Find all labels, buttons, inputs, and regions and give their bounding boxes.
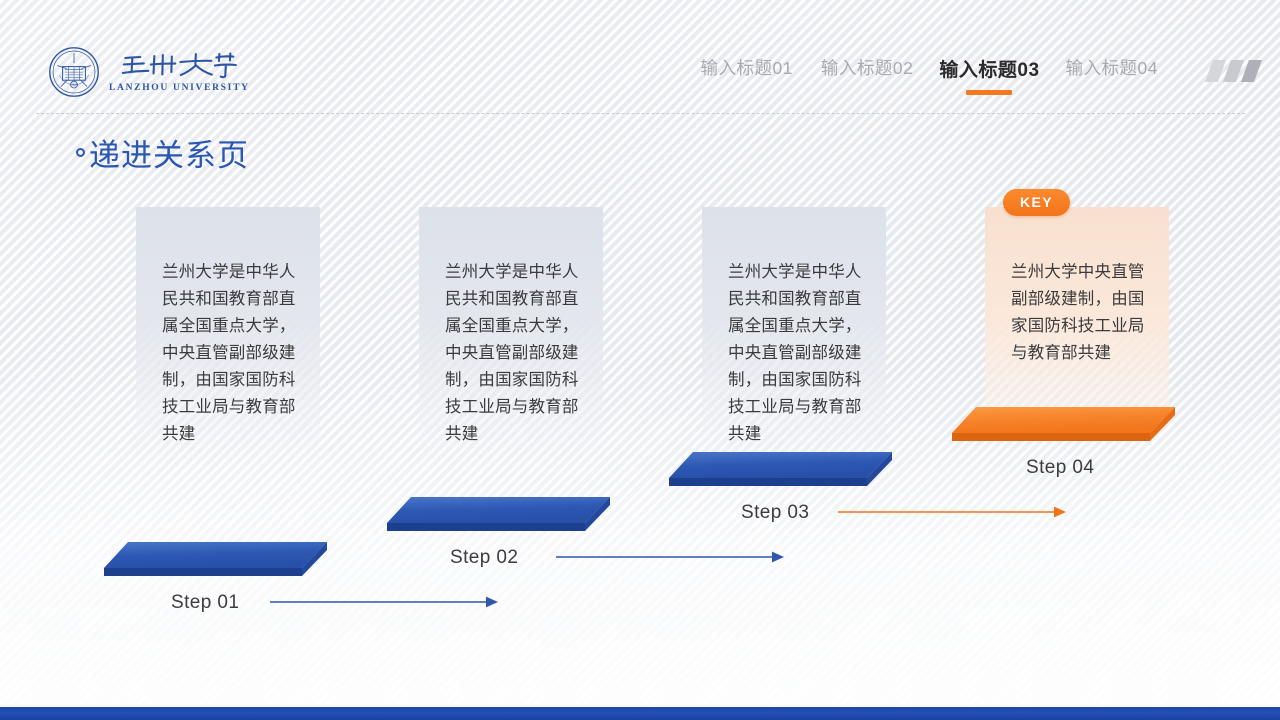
step-03-label: Step 03 <box>741 502 810 523</box>
step-04-label: Step 04 <box>1026 457 1095 478</box>
top-nav[interactable]: 输入标题01 输入标题02 输入标题03 输入标题04 <box>686 55 1172 95</box>
brand-name-cn-calligraphy <box>121 52 237 79</box>
slide-header: 1909 <box>0 0 1280 114</box>
deco-bar-3 <box>1240 60 1263 82</box>
nav-item-4-label: 输入标题04 <box>1065 58 1158 78</box>
university-seal-icon: 1909 <box>49 47 99 97</box>
brand-wordmark: LANZHOU UNIVERSITY <box>109 50 250 94</box>
step-03-body: 兰州大学是中华人民共和国教育部直属全国重点大学，中央直管副部级建制，由国家国防科… <box>728 263 862 443</box>
header-divider <box>36 113 1245 114</box>
step-01-platform <box>104 542 327 576</box>
step-02-arrow <box>556 551 784 563</box>
step-04-body: 兰州大学中央直管副部级建制，由国家国防科技工业局与教育部共建 <box>1011 263 1145 362</box>
step-01-card[interactable]: 兰州大学是中华人民共和国教育部直属全国重点大学，中央直管副部级建制，由国家国防科… <box>136 207 320 469</box>
nav-item-4[interactable]: 输入标题04 <box>1052 55 1172 80</box>
degree-circle-icon <box>76 148 85 157</box>
step-01-body: 兰州大学是中华人民共和国教育部直属全国重点大学，中央直管副部级建制，由国家国防科… <box>162 263 296 443</box>
step-03-platform <box>669 452 892 486</box>
nav-item-1[interactable]: 输入标题01 <box>686 55 806 80</box>
step-01-label: Step 01 <box>171 592 240 613</box>
step-02-platform <box>387 497 610 531</box>
step-02-body: 兰州大学是中华人民共和国教育部直属全国重点大学，中央直管副部级建制，由国家国防科… <box>445 263 579 443</box>
nav-item-2[interactable]: 输入标题02 <box>807 55 927 80</box>
nav-item-2-label: 输入标题02 <box>820 58 914 78</box>
step-03-card[interactable]: 兰州大学是中华人民共和国教育部直属全国重点大学，中央直管副部级建制，由国家国防科… <box>702 207 886 469</box>
step-01-arrow <box>270 596 498 608</box>
nav-active-underline <box>966 90 1013 95</box>
step-03-arrow <box>838 506 1066 518</box>
key-badge: KEY <box>1003 189 1070 216</box>
bottom-accent-bar <box>0 707 1280 720</box>
step-02-card[interactable]: 兰州大学是中华人民共和国教育部直属全国重点大学，中央直管副部级建制，由国家国防科… <box>419 207 603 469</box>
page-title: 递进关系页 <box>89 138 249 173</box>
step-02-label: Step 02 <box>450 547 519 568</box>
slanted-bars-decoration-icon <box>1204 60 1263 82</box>
brand-logo: 1909 <box>48 46 250 98</box>
nav-item-3-label: 输入标题03 <box>939 60 1040 81</box>
brand-name-en: LANZHOU UNIVERSITY <box>109 83 250 94</box>
nav-item-3[interactable]: 输入标题03 <box>927 55 1051 95</box>
step-04-platform <box>952 407 1175 441</box>
nav-item-1-label: 输入标题01 <box>700 58 793 78</box>
page-title-group: 递进关系页 <box>76 137 249 174</box>
